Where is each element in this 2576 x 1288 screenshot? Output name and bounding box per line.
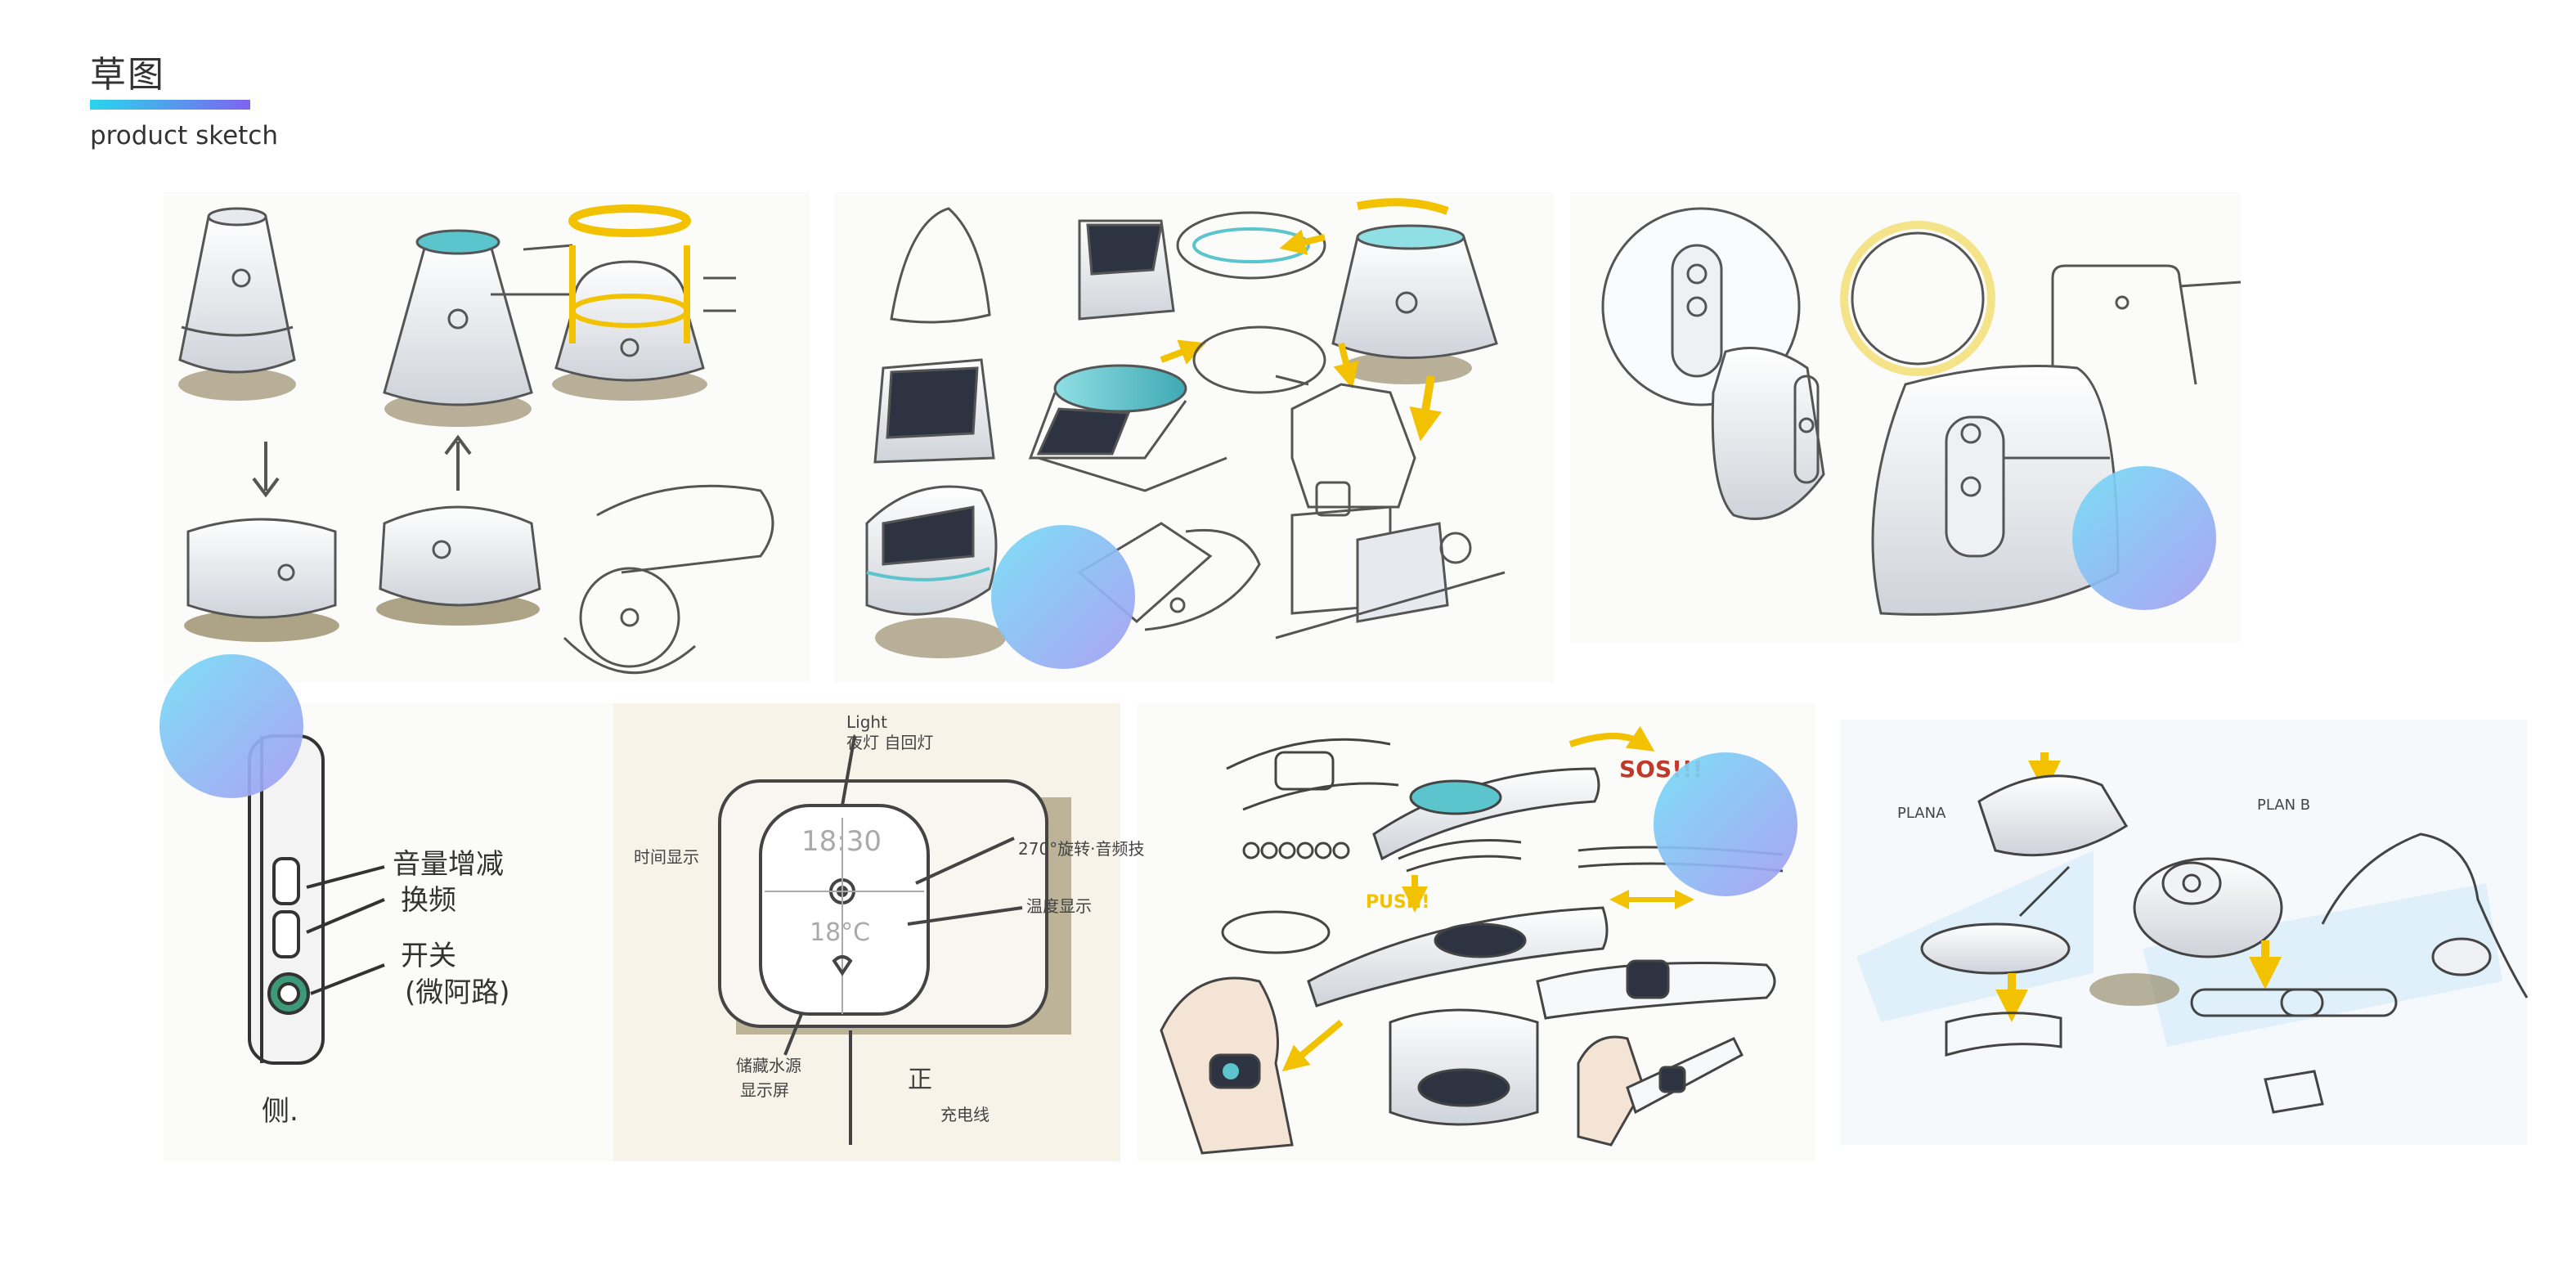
display-time: 18:30: [801, 825, 882, 858]
annotation-volume: 音量增减: [393, 848, 504, 881]
annotation-power-note: (微阿路): [405, 976, 510, 1009]
page-heading: 草图 product sketch: [90, 54, 278, 152]
wrist-watch-hand-icon: [1160, 976, 1294, 1155]
dark-screen-device-icon: [873, 358, 995, 464]
bubble-4: [1654, 752, 1797, 896]
wall-mount-icon: [2051, 264, 2242, 385]
annotation-storage: 储藏水源: [736, 1056, 801, 1075]
annotation-push: PUSH!: [1366, 892, 1429, 913]
display-temperature: 18°C: [810, 918, 870, 947]
wrist-band-hand-icon: [1577, 1035, 1744, 1147]
square-device-icon: [718, 779, 1071, 1034]
annotation-charging-cable: 充电线: [940, 1105, 990, 1124]
page-title: 草图: [90, 54, 165, 96]
wristband-icon: [1372, 767, 1600, 861]
cuff-icon: [1389, 1008, 1539, 1126]
annotation-night-light: 夜灯 自回灯: [846, 733, 933, 752]
sketch-pebble-device-views: [1601, 207, 2242, 616]
annotation-front: 正: [908, 1066, 932, 1094]
sketch-bracelet-plan-a-b: [1856, 752, 2529, 1114]
rotating-device-icon: [563, 484, 774, 675]
annotation-side: 侧.: [262, 1095, 298, 1128]
cube-device-icon: [1871, 365, 2120, 616]
screen-device-icon: [1078, 219, 1175, 321]
flat-device-icon: [184, 518, 339, 642]
title-accent-bar: [90, 100, 250, 110]
helmet-device-icon: [865, 485, 1006, 658]
flat-device-open-icon: [376, 505, 541, 626]
cone-device-icon: [178, 207, 296, 401]
annotation-channel: 换频: [401, 884, 456, 917]
annotation-screen: 显示屏: [740, 1080, 789, 1100]
bracelet-icon: [2133, 857, 2283, 958]
annotation-time-display: 时间显示: [634, 847, 699, 867]
beads-icon: [1242, 841, 1350, 859]
sketch-wristband-concepts: [1160, 725, 1784, 1155]
bracelet-annotations: PLANA PLAN B: [1897, 797, 2310, 822]
side-view-annotations: 音量增减 换频 开关 (微阿路) 侧.: [262, 848, 510, 1128]
annotation-rotation: 270°旋转·音频技: [1018, 839, 1145, 859]
annotation-light: Light: [846, 712, 887, 732]
sketch-screen-device-concepts: [865, 198, 1506, 658]
decorative-bubbles: [159, 466, 2216, 896]
cone-teal-device-icon: [1331, 224, 1498, 384]
square-front-annotations: Light 夜灯 自回灯 时间显示 270°旋转·音频技 温度显示 18:30 …: [634, 712, 1145, 1124]
sketch-cone-device-variants: [178, 204, 774, 675]
cone-device-lifted-icon: [552, 204, 736, 401]
hand-icon: [2321, 832, 2529, 999]
desk-scene-icon: [1275, 481, 1506, 640]
bubble-2: [991, 525, 1135, 669]
dark-band-icon: [1307, 906, 1609, 1008]
sketch-square-front-view: [718, 735, 1071, 1145]
annotation-temperature: 温度显示: [1026, 896, 1092, 916]
cone-device-ring-icon: [383, 229, 573, 427]
ring-light-icon: [1840, 221, 1995, 376]
bubble-3: [2072, 466, 2216, 610]
pebble-device-icon: [1711, 347, 1825, 520]
page-subtitle: product sketch: [90, 121, 279, 150]
shirt-icon: [1290, 383, 1416, 509]
bubble-1: [159, 654, 303, 798]
annotation-plan-a: PLANA: [1897, 805, 1946, 822]
annotation-power: 开关: [401, 940, 456, 972]
teal-ring-device-icon: [1028, 364, 1187, 460]
annotation-plan-b: PLAN B: [2257, 797, 2310, 814]
